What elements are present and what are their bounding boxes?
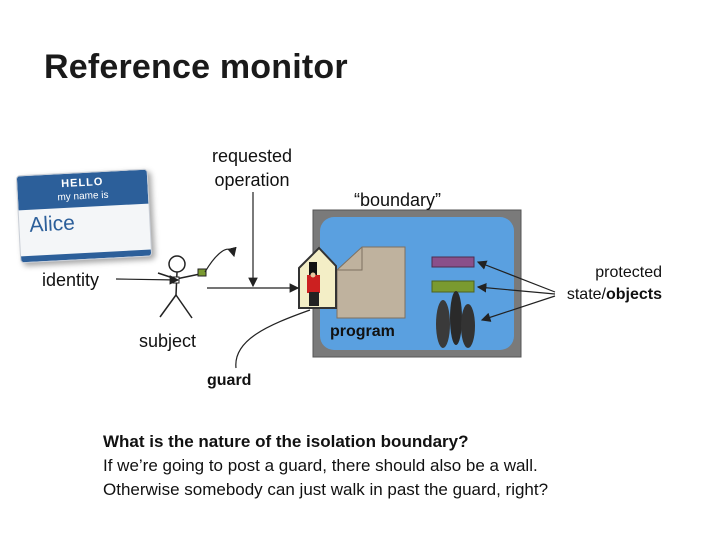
caption-line-3: Otherwise somebody can just walk in past… [103,480,549,499]
guard-figure [307,262,320,306]
identity-arrow [115,275,180,285]
object-green [431,280,475,293]
state-text: state/ [566,286,606,303]
subject-label: subject [139,331,197,351]
protected-line: protected [595,264,662,281]
program-box [336,246,406,319]
guard-pointer [235,309,311,369]
protected-arrow-3 [480,295,556,322]
caption-paragraph: What is the nature of the isolation boun… [103,430,703,502]
boundary-label: “boundary” [354,190,442,210]
subject-stick-figure [157,255,201,319]
badge-arrow [204,246,237,273]
caption-question: What is the nature of the isolation boun… [103,432,469,451]
program-label: program [330,323,395,340]
protected-arrow-1 [476,260,556,293]
requested-operation-label: requested operation [211,146,293,190]
object-purple [431,256,475,268]
objects-text: objects [605,286,662,303]
state-objects-line: state/objects [520,284,662,306]
caption-line-2: If we’re going to post a guard, there sh… [103,456,538,475]
object-figures [436,291,475,348]
protected-arrow-2 [476,282,556,295]
protected-state-label: protected state/objects [520,262,662,306]
page-title: Reference monitor [44,48,348,86]
guard-label: guard [207,372,252,389]
identity-label: identity [42,270,100,290]
identity-badge [197,268,207,277]
